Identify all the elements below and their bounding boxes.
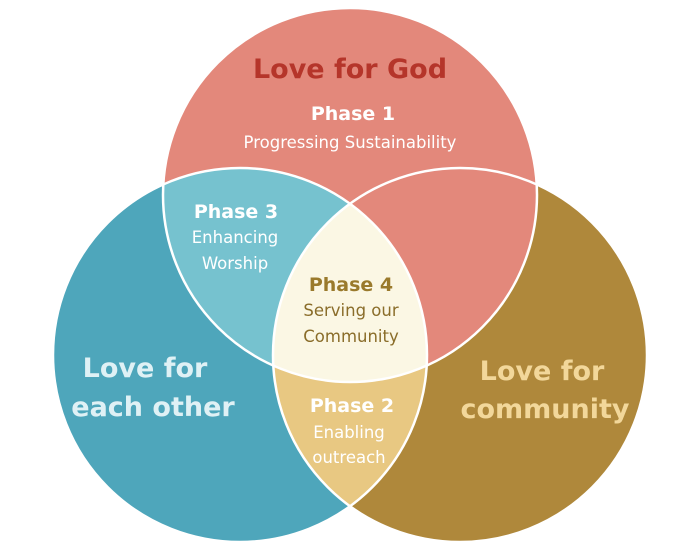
circle-title-community-line2: community xyxy=(460,394,629,425)
circle-title-each-other-line2: each other xyxy=(71,392,235,423)
phase3-line1: Enhancing xyxy=(192,228,279,247)
phase4-line2: Community xyxy=(303,327,399,346)
phase3-title: Phase 3 xyxy=(194,201,278,223)
phase4-title: Phase 4 xyxy=(309,274,393,296)
phase2-line2: outreach xyxy=(312,448,385,467)
overlap-center xyxy=(273,168,427,382)
phase4-line1: Serving our xyxy=(303,301,398,320)
phase1-title: Phase 1 xyxy=(311,103,395,125)
outline-community xyxy=(271,166,649,544)
outline-each-other xyxy=(51,166,429,544)
phase2-title: Phase 2 xyxy=(310,395,394,417)
circle-title-god: Love for God xyxy=(253,54,447,85)
circle-title-each-other-line1: Love for xyxy=(83,353,208,384)
phase1-line1: Progressing Sustainability xyxy=(244,133,457,152)
phase2-line1: Enabling xyxy=(313,423,385,442)
circle-title-community-line1: Love for xyxy=(480,356,605,387)
outline-god xyxy=(161,6,539,384)
phase3-line2: Worship xyxy=(202,254,268,273)
